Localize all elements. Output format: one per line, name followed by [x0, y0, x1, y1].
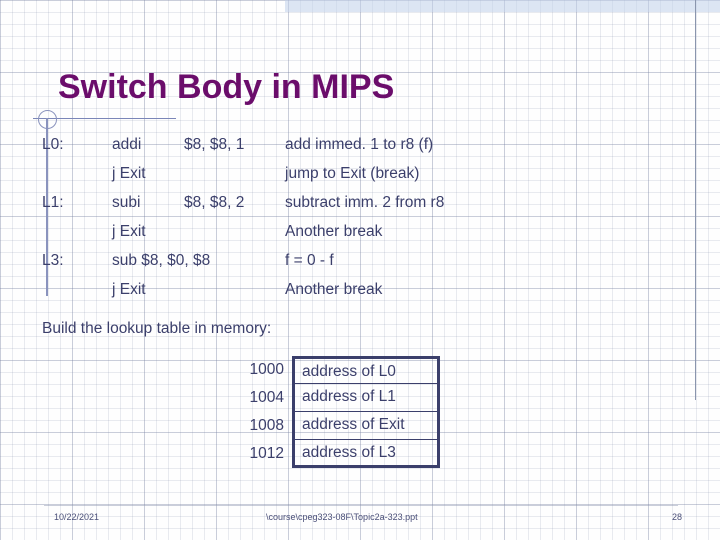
code-comment: f = 0 - f	[285, 252, 334, 269]
memory-value: address of L1	[292, 384, 440, 412]
memory-value: address of L0	[292, 356, 440, 384]
decorative-vertical-rule	[46, 118, 48, 296]
code-mnemonic: sub $8, $0, $8	[112, 252, 211, 269]
footer-page-number: 28	[672, 512, 683, 522]
table-row: 1012 address of L3	[232, 440, 440, 468]
code-comment: subtract imm. 2 from r8	[285, 194, 445, 211]
code-line: L0: addi $8, $8, 1 add immed. 1 to r8 (f…	[0, 136, 720, 165]
code-mnemonic: j Exit	[112, 223, 146, 240]
lookup-table-caption: Build the lookup table in memory:	[42, 320, 272, 337]
decorative-horizontal-rule	[33, 118, 176, 119]
table-row: 1000 address of L0	[232, 356, 440, 384]
code-operands: $8, $8, 2	[184, 194, 245, 211]
code-line: j Exit Another break	[0, 281, 720, 310]
footer-divider	[44, 505, 678, 506]
memory-address: 1004	[249, 389, 284, 406]
background-top-band	[285, 0, 720, 12]
memory-value: address of L3	[292, 440, 440, 468]
memory-address: 1000	[249, 361, 284, 378]
code-label: L1:	[42, 194, 64, 211]
footer-file-path: \course\cpeg323-08F\Topic2a-323.ppt	[266, 512, 418, 522]
page-title: Switch Body in MIPS	[58, 68, 395, 106]
code-comment: add immed. 1 to r8 (f)	[285, 136, 434, 153]
footer-date: 10/22/2021	[54, 512, 100, 522]
code-comment: Another break	[285, 223, 383, 240]
code-label: L3:	[42, 252, 64, 269]
code-comment: Another break	[285, 281, 383, 298]
memory-address: 1008	[249, 417, 284, 434]
decorative-circle-icon	[38, 110, 57, 129]
code-operands: $8, $8, 1	[184, 136, 245, 153]
code-label: L0:	[42, 136, 64, 153]
memory-address: 1012	[249, 445, 284, 462]
code-mnemonic: j Exit	[112, 281, 146, 298]
table-row: 1004 address of L1	[232, 384, 440, 412]
code-line: L1: subi $8, $8, 2 subtract imm. 2 from …	[0, 194, 720, 223]
code-mnemonic: subi	[112, 194, 141, 211]
mips-code-block: L0: addi $8, $8, 1 add immed. 1 to r8 (f…	[0, 136, 720, 310]
code-mnemonic: addi	[112, 136, 142, 153]
code-line: L3: sub $8, $0, $8 f = 0 - f	[0, 252, 720, 281]
code-mnemonic: j Exit	[112, 165, 146, 182]
code-line: j Exit Another break	[0, 223, 720, 252]
table-row: 1008 address of Exit	[232, 412, 440, 440]
memory-value: address of Exit	[292, 412, 440, 440]
code-comment: jump to Exit (break)	[285, 165, 420, 182]
memory-lookup-table: 1000 address of L0 1004 address of L1 10…	[232, 356, 440, 468]
code-line: j Exit jump to Exit (break)	[0, 165, 720, 194]
